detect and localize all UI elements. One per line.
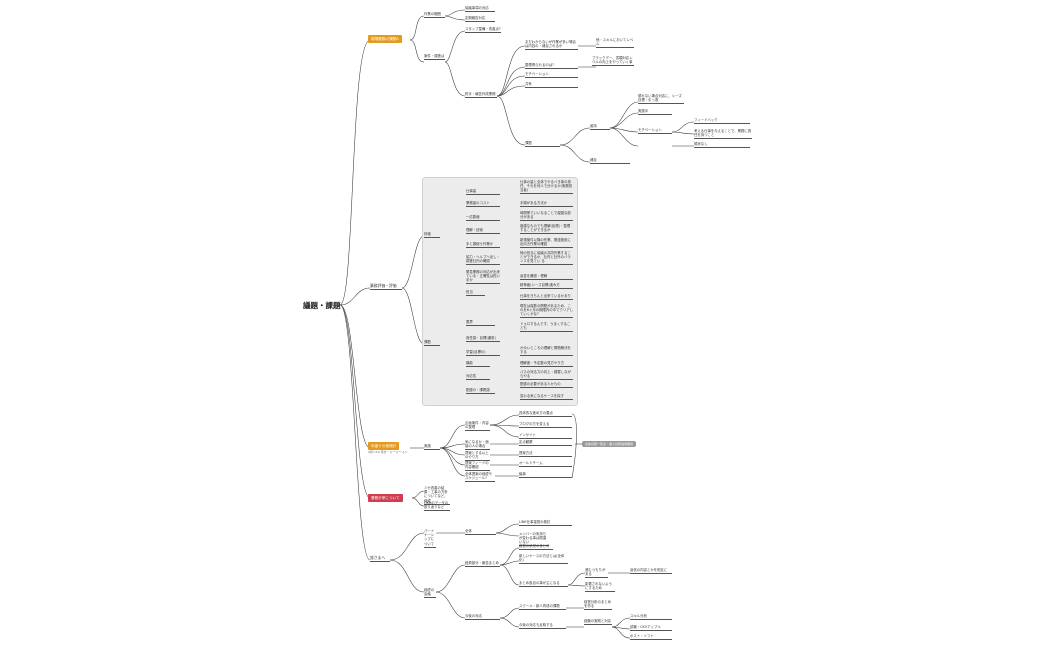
node[interactable]: メンバーの気持ちが変わる事は間違いない: [519, 532, 549, 547]
node[interactable]: かゆいところの理解と問題解決をする: [520, 346, 573, 357]
summary-tag[interactable]: 全体目標一覧表・個人目標適用期間: [582, 441, 637, 447]
node[interactable]: 共有: [525, 82, 578, 88]
branch-field-issues[interactable]: 現場業務の課題A: [368, 35, 402, 43]
node[interactable]: パートナーシップについて: [424, 529, 436, 548]
node[interactable]: 現在は複数の問題があるため、これを6ヶ月の期限内の中でクリアしていくかな?: [520, 304, 574, 319]
node[interactable]: 機能: [466, 361, 490, 367]
node[interactable]: 返答を確認・理解: [520, 274, 573, 280]
node[interactable]: モチベーション: [638, 128, 672, 134]
node[interactable]: 進むつもりがある: [585, 568, 608, 579]
node[interactable]: 限界: [466, 320, 495, 326]
node[interactable]: ミセ改善の結果・工事の方針についてなど、経緯: [424, 486, 450, 505]
node[interactable]: 実施: [424, 444, 440, 450]
node[interactable]: スタッフ整備・改善点?: [465, 27, 501, 33]
node[interactable]: 時間帯でいいなることで複雑な部分がある: [520, 211, 573, 222]
branch-annual-plan[interactable]: 年度ミセ案検討: [368, 442, 400, 450]
node[interactable]: ドゥロするんです、うまくすることも: [520, 322, 573, 333]
node[interactable]: インサイト: [519, 433, 572, 439]
node[interactable]: ブラックデー、書類対応レベルの向上をやっていく事: [592, 56, 634, 67]
node[interactable]: 作業の範囲: [424, 12, 445, 18]
root-topic[interactable]: 議題・課題: [303, 301, 341, 310]
node[interactable]: 一応数値: [466, 215, 500, 221]
node[interactable]: まとめ各自の事が主になる: [519, 581, 568, 587]
node[interactable]: 試験・CKVアップル: [630, 625, 672, 631]
node[interactable]: 配慮の・課題感: [466, 388, 495, 394]
node[interactable]: 整理得られるのは?: [525, 63, 578, 69]
node[interactable]: 提案とする以上のやり方: [465, 451, 490, 462]
node[interactable]: 経験の実践と対応: [584, 619, 612, 625]
node[interactable]: LINE仕事運営の検討: [519, 520, 572, 526]
node[interactable]: 課題: [424, 340, 440, 346]
node[interactable]: 全体提案の経緯やスケジュール?: [465, 472, 495, 483]
node[interactable]: ポスト・ソフト: [630, 634, 672, 640]
node[interactable]: 議事: [519, 472, 572, 478]
node[interactable]: 提案フィードの内容確認: [465, 461, 490, 472]
node[interactable]: 仕事の量と全体でやるべき事の責任、それを何人で分けるか(実務担当者): [520, 180, 573, 195]
node[interactable]: 協力・ヘルプへ出し・調査社内の確認: [466, 255, 500, 266]
node[interactable]: 新規案件以降の作業、関連施設に出向き作業の確認: [520, 238, 573, 249]
node[interactable]: 全体: [465, 529, 496, 535]
node[interactable]: 理解・技術: [466, 228, 500, 234]
node[interactable]: OKRのデータの振り返りなど: [424, 501, 450, 512]
node[interactable]: 他の担当に協議の共同作業することができるか、社内と社外のバランスを見てい る: [520, 251, 573, 266]
node[interactable]: 定点観察: [519, 440, 572, 446]
node[interactable]: 緊急業務の対応が出来ている・正確性は担い手か: [466, 270, 500, 285]
evaluation-group-box: [422, 177, 578, 406]
node[interactable]: 課題: [525, 141, 560, 147]
node[interactable]: 今後の対応: [465, 614, 500, 620]
node[interactable]: 気になるか・面接の人の場合: [465, 440, 490, 451]
node[interactable]: 手順がある方法か: [520, 201, 573, 207]
node[interactable]: 経費部分・報告まとめ: [465, 561, 500, 567]
branch-duties[interactable]: 業務分掌について: [368, 494, 403, 502]
node[interactable]: ブログの方を変える: [519, 422, 572, 428]
node[interactable]: 変わる気になるケースを探す: [520, 394, 573, 400]
node[interactable]: 影響されないようにするため: [585, 582, 615, 593]
node[interactable]: 終手・報告作成業務: [465, 92, 497, 98]
node[interactable]: 企画案件・内容の整理: [465, 421, 490, 432]
node[interactable]: オールドチーム: [519, 461, 572, 467]
node[interactable]: 維持: [590, 124, 610, 130]
node[interactable]: 返信の内容とかを相互に: [630, 568, 672, 574]
node[interactable]: 定期報告対応: [465, 16, 495, 22]
node[interactable]: 理解度・予定数の見方やり方: [520, 361, 573, 367]
branch-everyone[interactable]: 皆さまへ: [370, 555, 390, 562]
node[interactable]: 対応性: [466, 374, 490, 380]
node[interactable]: 案件・調査は: [424, 54, 445, 60]
node[interactable]: 業務量のコスト: [466, 201, 500, 207]
node[interactable]: 今後の対応も反映する: [519, 623, 566, 629]
node[interactable]: 実施中: [638, 109, 672, 115]
node[interactable]: 経営分析のまとめを作る: [584, 600, 612, 611]
node[interactable]: パスの対応力の向上・調整しながらやる: [520, 370, 573, 381]
node[interactable]: 担当: [466, 290, 485, 296]
node[interactable]: 現状なし: [694, 142, 750, 148]
node[interactable]: 協議事項の対応: [465, 6, 495, 12]
node[interactable]: 補足: [590, 158, 630, 164]
node[interactable]: 仕事をきちんと出来ているかあり: [520, 294, 573, 300]
node[interactable]: 提案方法: [519, 451, 572, 457]
node[interactable]: 手と頭使う作業か: [466, 242, 500, 248]
node[interactable]: 他・スキルにおいてレベル: [596, 38, 634, 49]
node[interactable]: 評価: [424, 232, 440, 238]
node[interactable]: スクール・新人育成の課題: [519, 604, 566, 610]
branch-evaluation[interactable]: 業務評価・評価: [370, 283, 402, 290]
node[interactable]: 考える仕事を与えることで、業務に責任を持つこと: [694, 129, 752, 140]
node[interactable]: 優れない場合対応に、シーズ目標・引っ張: [638, 94, 684, 105]
branch-annual-plan-note: 4月〜12 月分・ドーミーイン: [368, 450, 408, 454]
node[interactable]: 経緯の会議: [424, 588, 436, 599]
node[interactable]: 学習(目標の): [466, 350, 500, 356]
node[interactable]: 複雑なものでも理解(処理)・整理することができるか: [520, 224, 573, 235]
node[interactable]: 配慮の必要がある人からの: [520, 382, 573, 388]
node[interactable]: 具体的な進め方の要点: [519, 411, 572, 417]
node[interactable]: スキル分析: [630, 614, 672, 620]
node[interactable]: 責任感・目標(通常): [466, 336, 500, 342]
node[interactable]: フィードバック: [694, 118, 750, 124]
node[interactable]: まだわからないが作業が多い場合は内容の・補足されるか: [525, 40, 578, 51]
node[interactable]: 精神面(シーズ目標)進み方: [520, 283, 573, 289]
node[interactable]: 仕事量: [466, 189, 500, 195]
node[interactable]: 経営の状況のまとめ: [519, 544, 553, 550]
node[interactable]: モチベーション: [525, 72, 578, 78]
node[interactable]: 新しいケースの方法とは(全体化): [519, 554, 568, 565]
